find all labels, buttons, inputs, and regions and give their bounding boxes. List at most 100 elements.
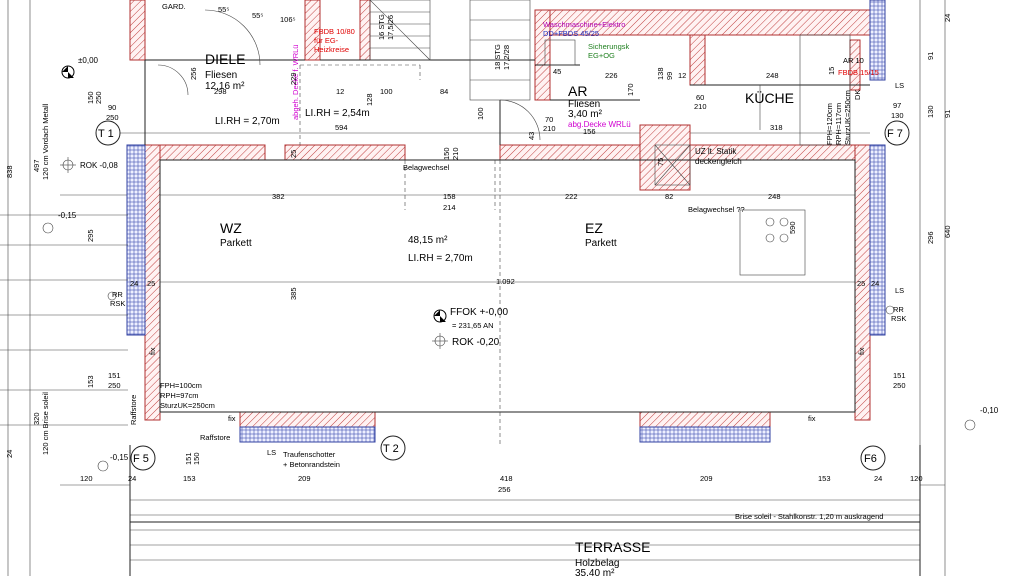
- note-rsk-right: RSK: [891, 314, 906, 323]
- label-d128: 128: [365, 93, 374, 106]
- grid-f7: F 7: [887, 128, 903, 140]
- note-fix-3: fix: [228, 414, 236, 423]
- label-d298: 298: [214, 87, 227, 96]
- label-d153b: 153: [818, 474, 831, 483]
- label-d229: 229: [289, 72, 298, 85]
- level-m010-right: -0,10: [980, 406, 999, 415]
- label-d120b: 120: [910, 474, 923, 483]
- note-fbdb-left-2: für EG-: [314, 36, 339, 45]
- level-zero: ±0,00: [78, 56, 99, 65]
- label-d256v: 256: [189, 67, 198, 80]
- grid-markers: T 1 F 7 F 5 T 2 F6: [95, 120, 910, 471]
- note-kuche-fph-2: RPH=117cm: [834, 103, 843, 145]
- level-m015-bottom: -0,15: [110, 453, 129, 462]
- note-stg-1: 16 STG: [377, 14, 386, 40]
- note-waschmaschine: Waschmaschine+Elektro: [543, 20, 625, 29]
- dim-385: 385: [289, 287, 298, 300]
- label-d99: 99: [665, 72, 674, 80]
- note-belagwechsel: Belagwechsel: [403, 163, 450, 172]
- note-abgeh-decke: abgeh. Decke f. WRLü: [291, 45, 300, 120]
- note-eg-og: EG+OG: [588, 51, 615, 60]
- label-d209a: 209: [298, 474, 311, 483]
- label-d497: 497: [32, 159, 41, 172]
- label-d24a: 24: [128, 474, 136, 483]
- note-gard: GARD.: [162, 2, 186, 11]
- label-d100: 100: [380, 87, 393, 96]
- label-d150v: 150: [442, 147, 451, 160]
- note-traufenschotter: Traufenschotter: [283, 450, 336, 459]
- room-kueche-name: KÜCHE: [745, 89, 794, 106]
- label-d250c: 250: [108, 381, 121, 390]
- note-ls-3: LS: [895, 286, 904, 295]
- note-fix-2: fix: [857, 347, 866, 355]
- label-d25r: 25: [857, 279, 865, 288]
- room-diele-floor: Fliesen: [205, 70, 237, 81]
- label-d209b: 209: [700, 474, 713, 483]
- note-brise-soleil: Brise soleil - Stahlkonstr. 1,20 m auskr…: [735, 512, 883, 521]
- label-d320: 320: [32, 412, 41, 425]
- level-m015-left: -0,15: [58, 211, 77, 220]
- room-diele-name: DIELE: [205, 51, 245, 67]
- label-d838: 838: [5, 165, 14, 178]
- grid-f6: F6: [864, 453, 877, 465]
- note-deckengleich: deckengleich: [695, 157, 742, 166]
- label-d210c: 210: [451, 147, 460, 160]
- note-betonrandstein: + Betonrandstein: [283, 460, 340, 469]
- level-ffok-abs: = 231,65 AN: [452, 321, 494, 330]
- label-d84: 84: [440, 87, 448, 96]
- label-d170: 170: [626, 83, 635, 96]
- label-d12a: 12: [336, 87, 344, 96]
- label-d130b: 130: [891, 111, 904, 120]
- note-fbdb-left-3: Heizkreise: [314, 45, 349, 54]
- label-d24r: 24: [871, 279, 879, 288]
- note-fph-2: RPH=97cm: [160, 391, 199, 400]
- note-dd-fbds: DD+FBDS 45/25: [543, 29, 599, 38]
- label-d210b: 210: [543, 124, 556, 133]
- label-d24tr: 24: [943, 14, 952, 22]
- label-d151r: 151: [893, 371, 906, 380]
- note-rsk-left: RSK: [110, 299, 125, 308]
- note-brise-v: 120 cm Brise soleil: [41, 392, 50, 455]
- grid-t2: T 2: [383, 443, 399, 455]
- level-markers: [42, 65, 976, 472]
- label-d60: 60: [696, 93, 704, 102]
- terrace-area: 35,40 m²: [575, 568, 615, 576]
- note-kuche-fph-1: FPH=120cm: [825, 103, 834, 145]
- note-fix-1: fix: [148, 347, 157, 355]
- note-ls-2: LS: [895, 81, 904, 90]
- label-d640: 640: [943, 225, 952, 238]
- note-rr-left: RR: [112, 290, 123, 299]
- label-d382: 382: [272, 192, 285, 201]
- note-raffstore-h: Raffstore: [200, 433, 230, 442]
- label-d25l: 25: [147, 279, 155, 288]
- note-fph-3: SturzUK=250cm: [160, 401, 215, 410]
- lirh-254: LI.RH = 2,54m: [305, 108, 370, 119]
- note-ar-label: AR 10: [843, 56, 864, 65]
- level-rok-inner: ROK -0,20: [452, 337, 500, 348]
- note-vordach: 120 cm Vordach Metall: [41, 103, 50, 180]
- level-ffok: FFOK +-0,00: [450, 307, 509, 318]
- label-d82: 82: [665, 192, 673, 201]
- note-rr-right: RR: [893, 305, 904, 314]
- label-d97: 97: [893, 101, 901, 110]
- label-d106: 106⁵: [280, 15, 296, 24]
- label-d295: 295: [86, 229, 95, 242]
- note-dk: DK: [853, 90, 862, 100]
- insulation: [126, 0, 886, 443]
- label-d153v: 153: [86, 375, 95, 388]
- room-wz-floor: Parkett: [220, 238, 252, 249]
- note-fbdb-left-1: FBDB 10/80: [314, 27, 355, 36]
- note-raffstore-v: Raffstore: [129, 395, 138, 425]
- note-stg-2b: 17,2/28: [502, 45, 511, 70]
- label-d43: 43: [527, 132, 536, 140]
- label-d90: 90: [108, 103, 116, 112]
- living-lirh: LI.RH = 2,70m: [408, 253, 473, 264]
- label-d120a: 120: [80, 474, 93, 483]
- staircase: [369, 0, 531, 101]
- note-fph-1: FPH=100cm: [160, 381, 202, 390]
- label-d248: 248: [766, 71, 779, 80]
- label-d151b: 151: [184, 452, 193, 465]
- grid-t1: T 1: [98, 128, 114, 140]
- label-d15: 15: [827, 67, 836, 75]
- note-fix-4: fix: [808, 414, 816, 423]
